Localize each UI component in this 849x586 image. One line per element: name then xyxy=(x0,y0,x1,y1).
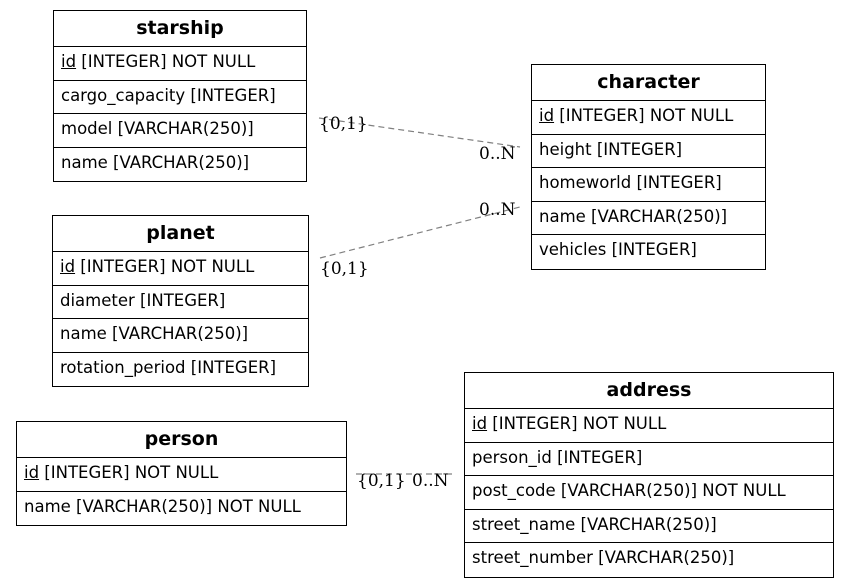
entity-character: character id [INTEGER] NOT NULL height [… xyxy=(531,64,766,270)
entity-title: planet xyxy=(53,216,308,252)
column-row: id [INTEGER] NOT NULL xyxy=(54,47,306,81)
column-row: person_id [INTEGER] xyxy=(465,443,833,476)
cardinality-label: 0..N xyxy=(479,144,516,164)
column-row: rotation_period [INTEGER] xyxy=(60,357,277,377)
cardinality-label: {0,1} xyxy=(357,471,406,491)
column-row: name [VARCHAR(250)] xyxy=(532,202,765,235)
entity-address: address id [INTEGER] NOT NULL person_id … xyxy=(464,372,834,578)
entity-title: person xyxy=(17,422,346,458)
cardinality-label: 0..N xyxy=(479,200,516,220)
primary-key: id xyxy=(24,463,40,482)
column-type: [INTEGER] NOT NULL xyxy=(75,257,255,276)
cardinality-label: 0..N xyxy=(412,471,449,491)
column-row: name [VARCHAR(250)] xyxy=(53,319,308,353)
column-row: model [VARCHAR(250)] xyxy=(54,114,306,148)
column-row: name [VARCHAR(250)] xyxy=(61,152,250,172)
entity-title: address xyxy=(465,373,833,409)
cardinality-label: {0,1} xyxy=(320,259,369,279)
column-row: vehicles [INTEGER] xyxy=(539,240,697,259)
column-row: street_name [VARCHAR(250)] xyxy=(465,510,833,543)
column-row: id [INTEGER] NOT NULL xyxy=(532,101,765,135)
entity-title: starship xyxy=(54,11,306,47)
column-row: id [INTEGER] NOT NULL xyxy=(53,252,308,286)
entity-starship: starship id [INTEGER] NOT NULL cargo_cap… xyxy=(53,10,307,182)
edge-planet-character xyxy=(319,206,521,259)
column-row: id [INTEGER] NOT NULL xyxy=(465,409,833,443)
column-type: [INTEGER] NOT NULL xyxy=(76,52,256,71)
primary-key: id xyxy=(539,106,555,125)
column-row: id [INTEGER] NOT NULL xyxy=(17,458,346,492)
column-row: street_number [VARCHAR(250)] xyxy=(472,548,735,567)
primary-key: id xyxy=(472,414,488,433)
edge-starship-character xyxy=(318,117,521,148)
primary-key: id xyxy=(61,52,77,71)
column-row: post_code [VARCHAR(250)] NOT NULL xyxy=(465,476,833,510)
column-row: name [VARCHAR(250)] NOT NULL xyxy=(24,496,301,516)
cardinality-label: {0,1} xyxy=(319,114,368,134)
column-type: [INTEGER] NOT NULL xyxy=(39,463,219,482)
column-row: homeworld [INTEGER] xyxy=(532,168,765,202)
column-row: height [INTEGER] xyxy=(532,135,765,168)
column-row: diameter [INTEGER] xyxy=(53,286,308,319)
column-type: [INTEGER] NOT NULL xyxy=(487,414,667,433)
entity-person: person id [INTEGER] NOT NULL name [VARCH… xyxy=(16,421,347,526)
entity-title: character xyxy=(532,65,765,101)
column-row: cargo_capacity [INTEGER] xyxy=(54,81,306,114)
column-type: [INTEGER] NOT NULL xyxy=(554,106,734,125)
primary-key: id xyxy=(60,257,76,276)
entity-planet: planet id [INTEGER] NOT NULL diameter [I… xyxy=(52,215,309,387)
